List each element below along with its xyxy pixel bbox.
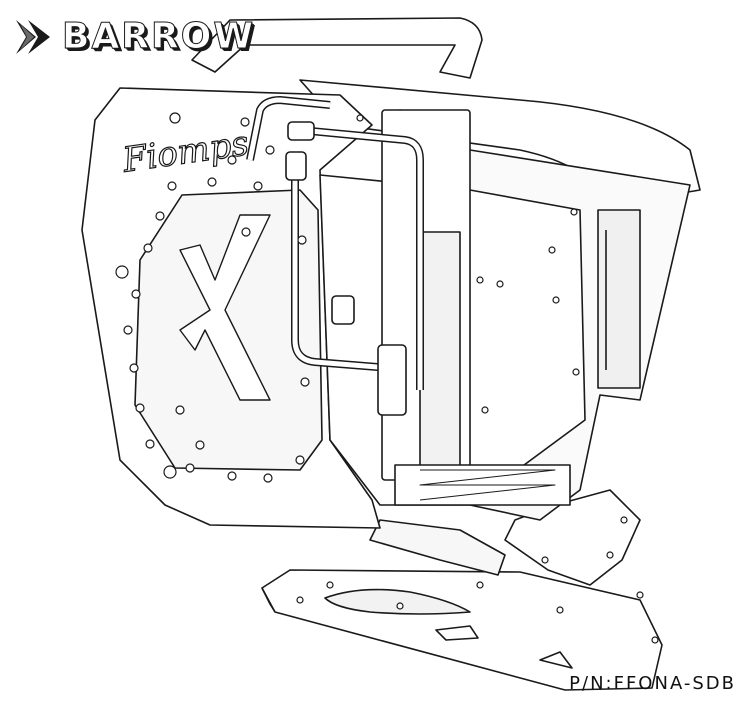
tube-fitting — [287, 121, 315, 141]
pump-fitting — [377, 344, 407, 416]
base-foot-right — [539, 651, 573, 669]
tube-fitting — [285, 151, 307, 181]
stand-left-leg — [369, 519, 506, 576]
pump-fitting — [331, 295, 355, 325]
part-number: P/N:FFONA-SDB — [569, 673, 736, 694]
base-foot-left — [435, 625, 479, 641]
brand-name: BARROW — [61, 16, 256, 57]
side-vent — [597, 209, 641, 389]
base-edge — [261, 587, 276, 613]
base-cutout — [324, 588, 471, 615]
pcie-slots — [419, 469, 556, 501]
screw-holes — [115, 112, 659, 644]
x-logo — [179, 214, 271, 401]
barrow-chevron-logo-icon — [16, 20, 50, 54]
reservoir-plate — [419, 231, 461, 473]
top-handle — [191, 17, 483, 79]
brand-header: BARROW — [14, 18, 255, 56]
